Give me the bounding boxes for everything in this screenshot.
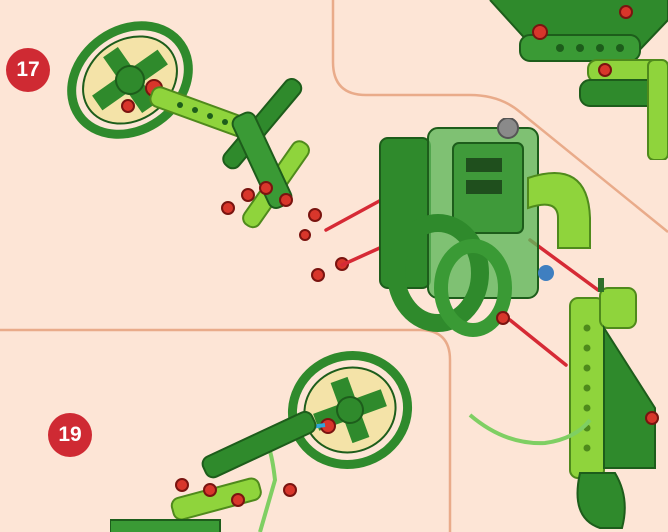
step-19-assembly [110,340,430,532]
sensor-cable [465,405,595,455]
